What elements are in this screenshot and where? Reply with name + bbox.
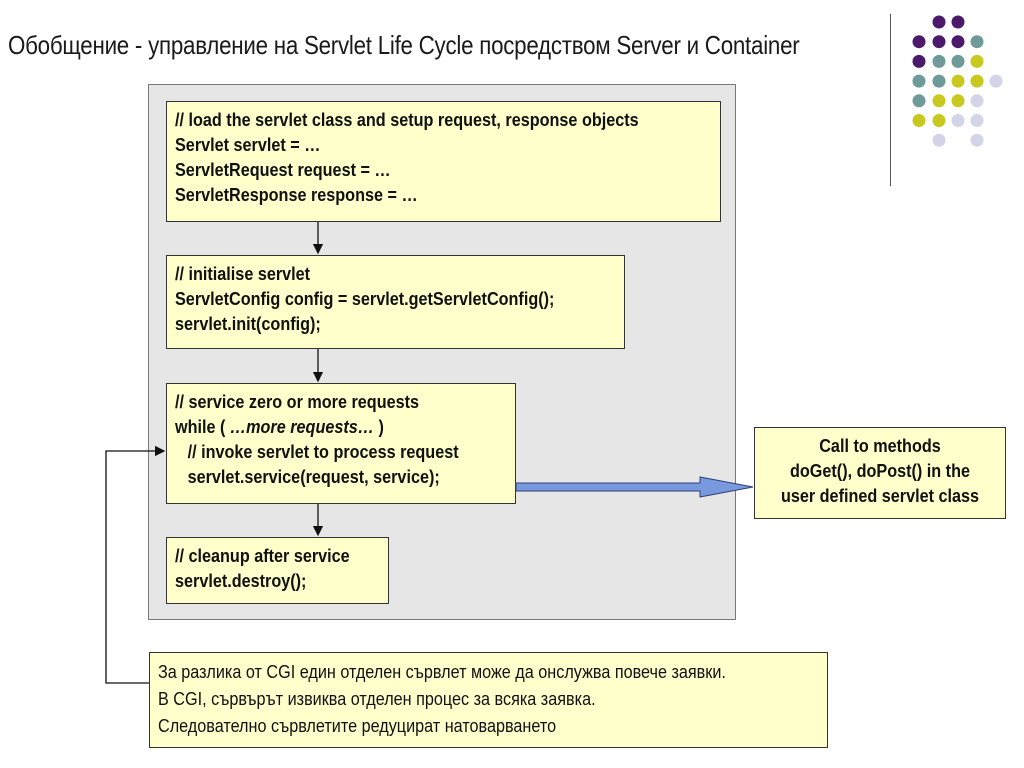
decorative-dot — [970, 35, 984, 49]
decorative-dot — [912, 114, 926, 127]
decorative-dot — [912, 35, 926, 49]
arrow-service-to-callout — [515, 476, 754, 498]
decorative-dot — [932, 94, 946, 108]
decorative-dot — [932, 15, 946, 29]
decorative-dot — [970, 74, 984, 88]
step-service-while-line: while ( …more requests… ) — [175, 415, 474, 440]
note-line-2: В CGI, сървърът извиква отделен процес з… — [158, 689, 596, 709]
callout-line-2: doGet(), doPost() in the — [790, 461, 970, 481]
decorative-dot-grid — [912, 15, 1003, 147]
decorative-dot — [970, 54, 984, 68]
callout-line-1: Call to methods — [819, 436, 941, 456]
step-load-line-servlet: Servlet servlet = … — [175, 135, 321, 155]
while-condition: …more requests… — [229, 417, 374, 437]
decorative-dot — [932, 54, 946, 68]
step-load-comment: // load the servlet class and setup requ… — [175, 110, 639, 130]
step-load-line-response: ServletResponse response = … — [175, 185, 418, 205]
servlet-methods-callout: Call to methods doGet(), doPost() in the… — [754, 427, 1006, 519]
decorative-dot — [912, 54, 926, 68]
step-init-line-config: ServletConfig config = servlet.getServle… — [175, 289, 555, 309]
decorative-dot — [932, 133, 946, 147]
decorative-dot — [970, 94, 984, 108]
callout-line-3: user defined servlet class — [780, 486, 980, 506]
decorative-dot — [932, 74, 946, 88]
decorative-dot — [951, 35, 965, 49]
step-init-comment: // initialise servlet — [175, 264, 311, 284]
step-service-call-line: servlet.service(request, service); — [187, 467, 440, 487]
step-service-box: // service zero or more requests while (… — [166, 383, 516, 504]
decorative-dot — [951, 15, 965, 29]
while-keyword: while ( — [175, 417, 230, 437]
step-init-box: // initialise servlet ServletConfig conf… — [166, 255, 625, 349]
while-close: ) — [373, 417, 384, 437]
decorative-dot — [932, 35, 946, 49]
step-init-line-init: servlet.init(config); — [175, 314, 321, 334]
decorative-dot — [970, 133, 984, 147]
decorative-dot — [989, 74, 1003, 88]
header-divider-line — [890, 14, 891, 186]
step-destroy-box: // cleanup after service servlet.destroy… — [166, 537, 389, 604]
decorative-dot — [912, 74, 926, 88]
decorative-dot — [951, 54, 965, 68]
step-destroy-line: servlet.destroy(); — [175, 571, 307, 591]
step-load-box: // load the servlet class and setup requ… — [166, 101, 721, 222]
page-title: Обобщение - управление на Servlet Life C… — [8, 30, 800, 60]
cgi-comparison-note: За разлика от CGI един отделен сървлет м… — [149, 652, 828, 748]
step-service-comment: // service zero or more requests — [175, 392, 420, 412]
decorative-dot — [951, 94, 965, 108]
step-destroy-comment: // cleanup after service — [175, 546, 350, 566]
note-line-3: Следователно сървлетите редуцират натова… — [158, 716, 557, 736]
decorative-dot — [951, 74, 965, 88]
decorative-dot — [932, 114, 946, 127]
decorative-dot — [970, 114, 984, 127]
step-service-invoke-comment: // invoke servlet to process request — [187, 442, 459, 462]
decorative-dot — [912, 94, 926, 108]
decorative-dot — [951, 114, 965, 127]
step-load-line-request: ServletRequest request = … — [175, 160, 391, 180]
arrow-note-to-service-loop — [105, 445, 166, 684]
note-line-1: За разлика от CGI един отделен сървлет м… — [158, 662, 726, 682]
